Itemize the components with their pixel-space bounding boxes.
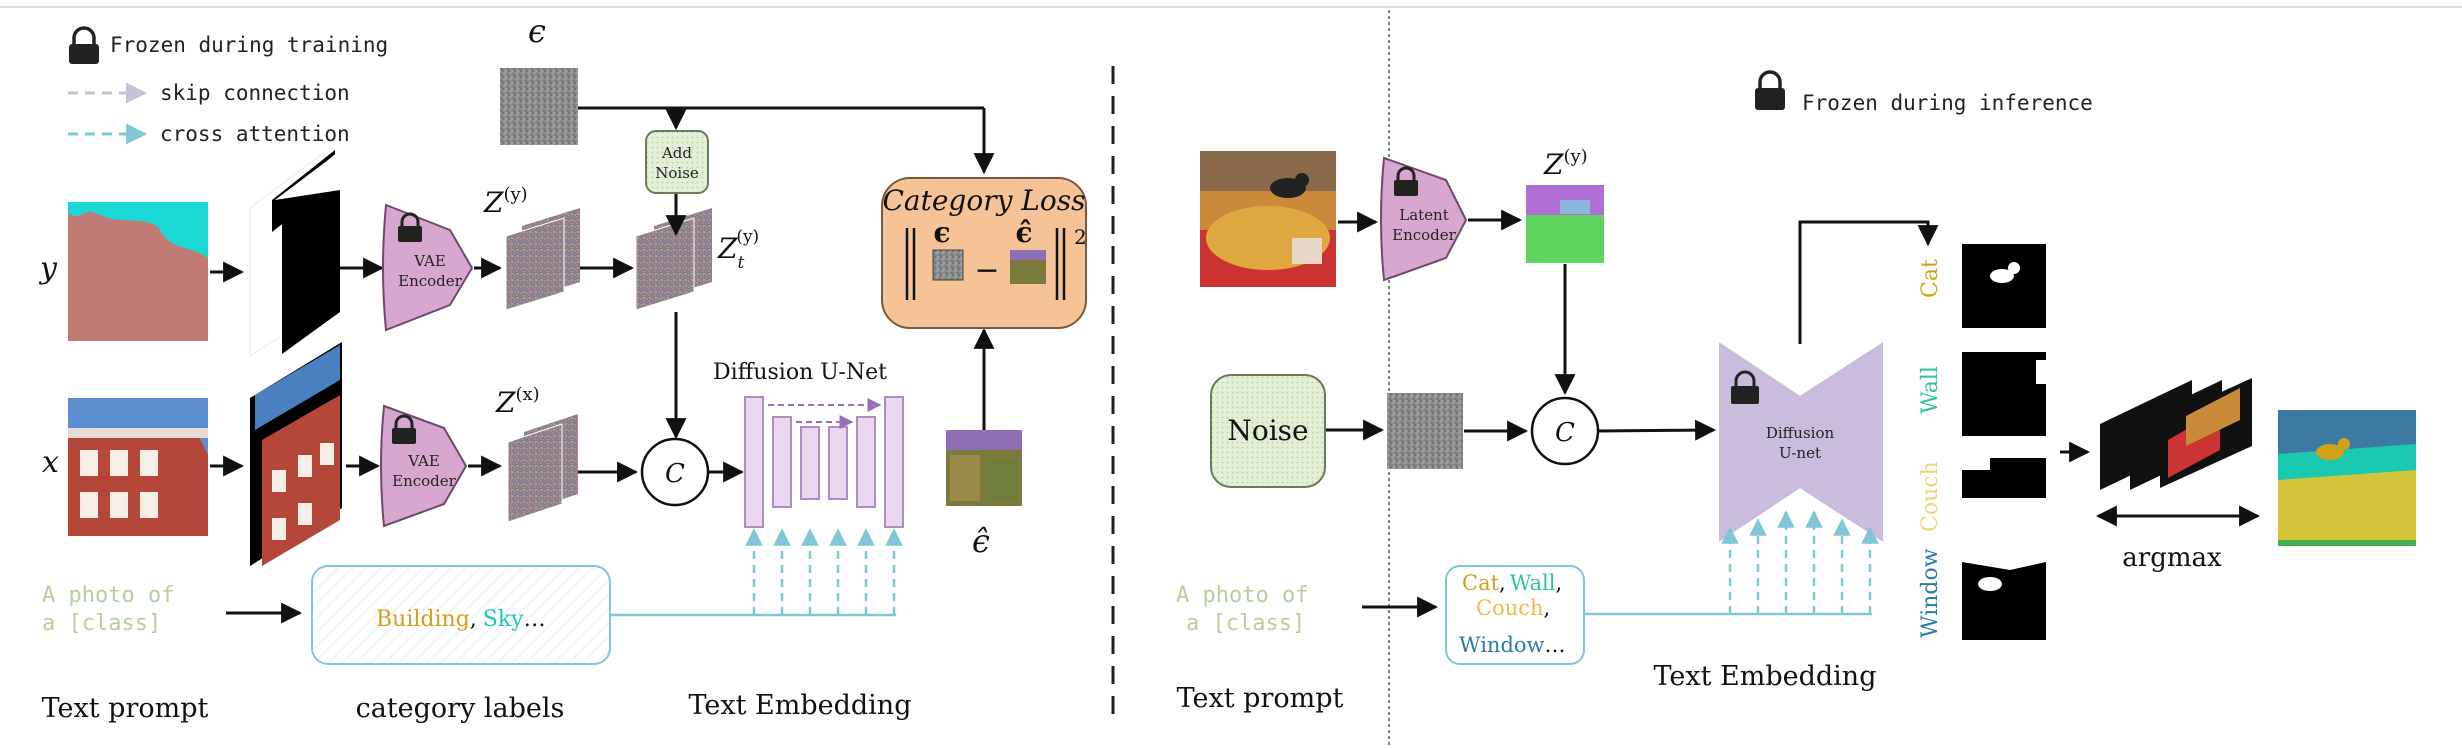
lock-icon [392,414,416,444]
unet-right-line2: U-net [1779,444,1821,462]
zx-latent-stack [507,414,578,523]
class-label-window: Window [1918,548,1943,638]
legend: Frozen during training skip connection c… [68,26,388,146]
vae-bottom-line1: VAE [407,452,440,470]
legend-cross: cross attention [160,122,350,146]
argmax-label: argmax [2122,543,2222,573]
class-labels-box-right: Cat,Wall, Couch, Window… [1445,565,1585,665]
vae-encoder-bottom: VAE Encoder [380,404,468,528]
epsilon-top-label: ϵ [528,12,546,50]
caption-text-prompt-left: Text prompt [42,693,209,724]
mask-cat [1962,244,2046,328]
caption-category-labels: category labels [356,693,565,724]
add-noise-line2: Noise [655,164,699,182]
vae-top-line1: VAE [413,252,446,270]
loss-minus: − [974,253,999,288]
cross-attention-left [610,528,903,617]
frozen-inference-label: Frozen during inference [1802,91,2093,115]
stacked-maps [2100,378,2252,490]
x-label: x [42,445,59,480]
unet-title: Diffusion U-Net [713,360,887,385]
prompt-left-line2: a [class] [42,611,161,636]
zt-label: Zt(y) [717,227,759,273]
zt-latent-stack [635,208,712,311]
arrow-unet-to-masks [1798,220,1939,344]
concat-left-label: C [665,459,685,489]
lock-icon [1731,370,1759,404]
x-building-image [68,398,208,536]
z-latent-image [1526,185,1604,263]
arrow-concat-to-unet-right [1597,419,1717,441]
diffusion-unet-right: Diffusion U-net [1719,342,1883,542]
caption-text-prompt-right: Text prompt [1177,683,1344,714]
mask-window [1962,554,2046,640]
labels-right-row2: Couch, [1476,596,1550,620]
caption-text-embedding-right: Text Embedding [1653,661,1876,692]
noise-box: Noise [1210,374,1326,488]
category-loss-title: Category Loss [882,184,1085,217]
noise-sample-image [500,68,578,145]
z-right-label: Z(y) [1543,146,1588,181]
prompt-right-line2: a [class] [1186,611,1305,636]
cat-photo [1200,151,1336,287]
latent-line2: Encoder [1392,226,1457,244]
legend-skip: skip connection [160,81,350,105]
lock-icon [398,212,422,242]
class-label-couch: Couch [1918,461,1943,532]
labels-right-row1: Cat,Wall, [1462,571,1562,595]
mask-couch [1962,458,2046,498]
latent-line1: Latent [1399,206,1449,224]
epsilon-hat-image [946,430,1022,506]
loss-eps-hat-thumb [1010,250,1046,284]
prompt-left-line1: A photo of [42,583,174,608]
mask-wall [1962,352,2046,436]
category-loss-box: Category Loss ϵ − ϵ̂ 2 [881,177,1087,329]
final-segmentation [2278,410,2416,546]
add-noise-line1: Add [661,144,692,162]
diffusion-unet-blocks [744,396,904,528]
add-noise-box: Add Noise [645,130,709,194]
y-mask-stack [249,150,340,357]
loss-squared: 2 [1074,225,1087,249]
noise-label: Noise [1227,414,1308,447]
zy-latent-stack [505,208,580,311]
lock-icon [69,26,99,64]
labels-right-row3: Window… [1459,633,1566,657]
loss-epsilon-hat: ϵ̂ [1015,216,1032,249]
class-label-cat: Cat [1918,259,1943,298]
lock-icon [1394,166,1418,196]
vae-bottom-line2: Encoder [392,472,457,490]
cross-attention-right [1584,510,1879,616]
concat-right-label: C [1555,418,1575,448]
concat-node-left: C [640,437,710,507]
zy-label: Z(y) [483,184,528,219]
latent-encoder: Latent Encoder [1380,156,1468,282]
lock-icon [1755,70,1785,110]
loss-epsilon: ϵ [933,216,950,249]
zx-label: Z(x) [495,384,540,419]
y-segmentation-image [68,202,208,341]
vae-top-line2: Encoder [398,272,463,290]
noise-sample-right [1387,393,1463,469]
prompt-right-line1: A photo of [1176,583,1308,608]
category-labels-box: Building,Sky… [311,565,611,665]
class-label-wall: Wall [1918,366,1943,414]
category-labels-text: Building,Sky… [376,607,546,632]
concat-node-right: C [1530,396,1600,466]
vae-encoder-top: VAE Encoder [382,203,474,332]
legend-frozen-training: Frozen during training [110,33,388,57]
y-label: y [38,251,58,286]
unet-right-line1: Diffusion [1766,424,1835,442]
x-masked-stack [250,342,342,566]
epsilon-hat-label: ϵ̂ [972,522,990,560]
caption-text-embedding-left: Text Embedding [688,690,911,721]
